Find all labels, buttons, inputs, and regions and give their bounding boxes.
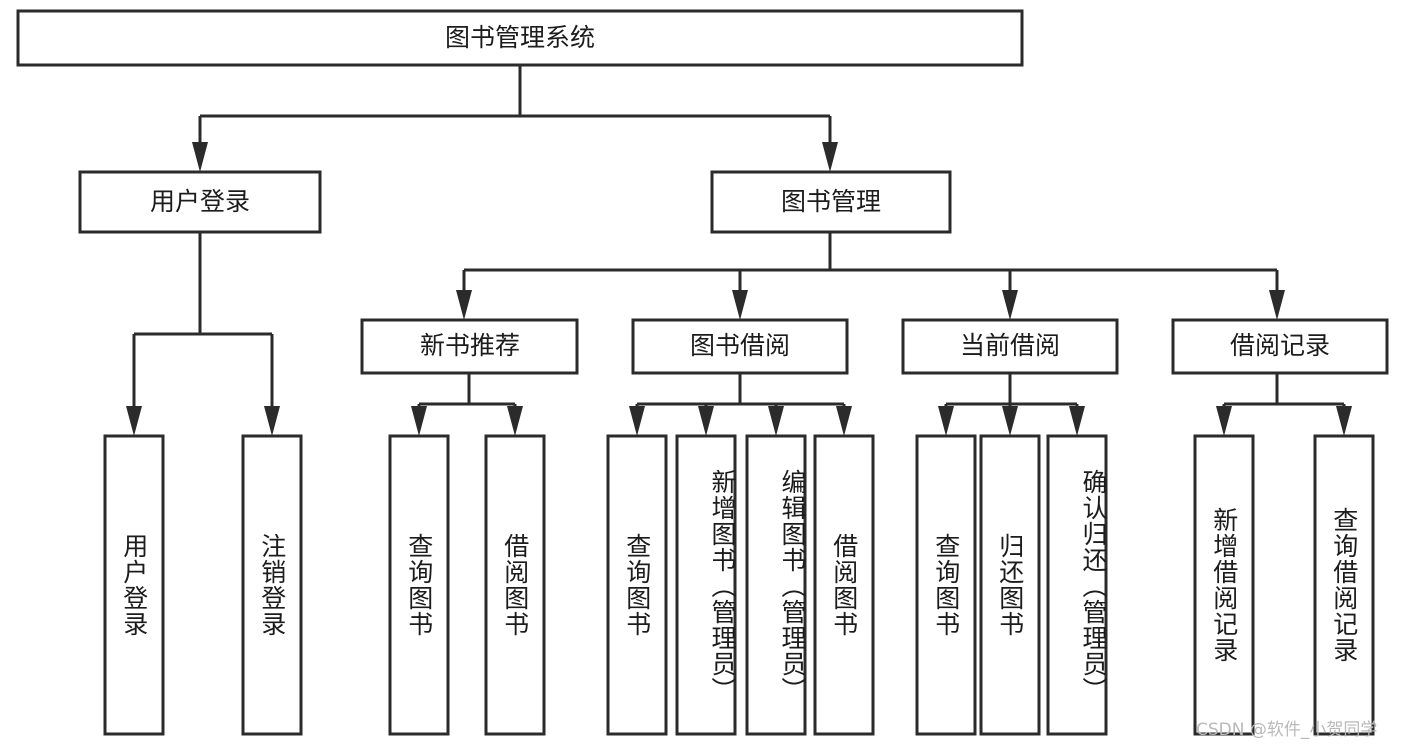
node-borrow-record-box[interactable] (1171, 318, 1389, 375)
node-user-login-label: 用户登录 (150, 187, 250, 216)
arrow-head-user-login (192, 142, 208, 172)
node-book-borrow-label: 图书借阅 (690, 331, 790, 360)
connector-group-current-borrow (938, 373, 1085, 436)
leaf-box-return-book[interactable] (979, 434, 1041, 736)
arrow-head-leaf-add-book (698, 406, 714, 436)
node-borrow-record-label: 借阅记录 (1230, 331, 1330, 360)
arrow-head-book-manage (822, 142, 838, 172)
node-current-borrow[interactable]: 当前借阅 (901, 318, 1119, 375)
connector-group-book-manage (456, 232, 1285, 320)
node-borrow-record[interactable]: 借阅记录 (1171, 318, 1389, 375)
arrow-head-leaf-add-record (1216, 406, 1232, 436)
leaf-box-user-login[interactable] (103, 434, 165, 736)
leaf-box-query-book-3[interactable] (915, 434, 977, 736)
arrow-head-leaf-logout-login (264, 406, 280, 436)
arrow-head-leaf-borrow-book-2 (836, 406, 852, 436)
node-new-book-recommend[interactable]: 新书推荐 (360, 318, 579, 375)
leaf-box-query-record[interactable] (1313, 434, 1375, 736)
leaf-box-borrow-book-1[interactable] (484, 434, 546, 736)
node-book-borrow-box[interactable] (631, 318, 849, 375)
leaf-box-group (103, 434, 1375, 736)
leaf-box-query-book-1[interactable] (388, 434, 450, 736)
connector-group-book-borrow (629, 373, 852, 436)
node-book-manage[interactable]: 图书管理 (710, 170, 952, 234)
node-user-login-box[interactable] (78, 170, 322, 234)
arrow-head-leaf-return-book (1002, 406, 1018, 436)
arrow-head-book-borrow (732, 290, 748, 320)
arrow-head-leaf-query-book-3 (938, 406, 954, 436)
node-current-borrow-box[interactable] (901, 318, 1119, 375)
arrow-head-leaf-query-book-1 (411, 406, 427, 436)
arrow-head-leaf-user-login (126, 406, 142, 436)
arrow-head-leaf-edit-book (768, 406, 784, 436)
node-book-manage-label: 图书管理 (781, 187, 881, 216)
arrow-head-leaf-query-record (1336, 406, 1352, 436)
arrow-head-leaf-query-book-2 (629, 406, 645, 436)
leaf-box-query-book-2[interactable] (606, 434, 668, 736)
node-user-login[interactable]: 用户登录 (78, 170, 322, 234)
leaf-box-add-book[interactable] (675, 434, 737, 736)
connector-group-new-book-recommend (411, 373, 523, 436)
leaf-box-borrow-book-2[interactable] (813, 434, 875, 736)
node-root-label: 图书管理系统 (445, 23, 595, 52)
node-book-borrow[interactable]: 图书借阅 (631, 318, 849, 375)
arrow-head-current-borrow (1002, 290, 1018, 320)
node-current-borrow-label: 当前借阅 (960, 331, 1060, 360)
arrow-head-leaf-confirm-return (1069, 406, 1085, 436)
arrow-head-leaf-borrow-book-1 (507, 406, 523, 436)
leaf-box-logout-login[interactable] (241, 434, 303, 736)
connector-group-borrow-record (1216, 373, 1352, 436)
node-root-box[interactable] (16, 9, 1024, 67)
arrow-head-borrow-record (1269, 290, 1285, 320)
node-new-book-recommend-label: 新书推荐 (420, 331, 520, 360)
node-new-book-recommend-box[interactable] (360, 318, 579, 375)
leaf-box-edit-book[interactable] (745, 434, 807, 736)
leaf-box-confirm-return[interactable] (1046, 434, 1108, 736)
arrow-head-new-book-recommend (456, 290, 472, 320)
connector-group-user-login (126, 232, 280, 436)
connector-group-root (192, 65, 838, 172)
leaf-box-add-record[interactable] (1193, 434, 1255, 736)
node-root[interactable]: 图书管理系统 (16, 9, 1024, 67)
node-book-manage-box[interactable] (710, 170, 952, 234)
